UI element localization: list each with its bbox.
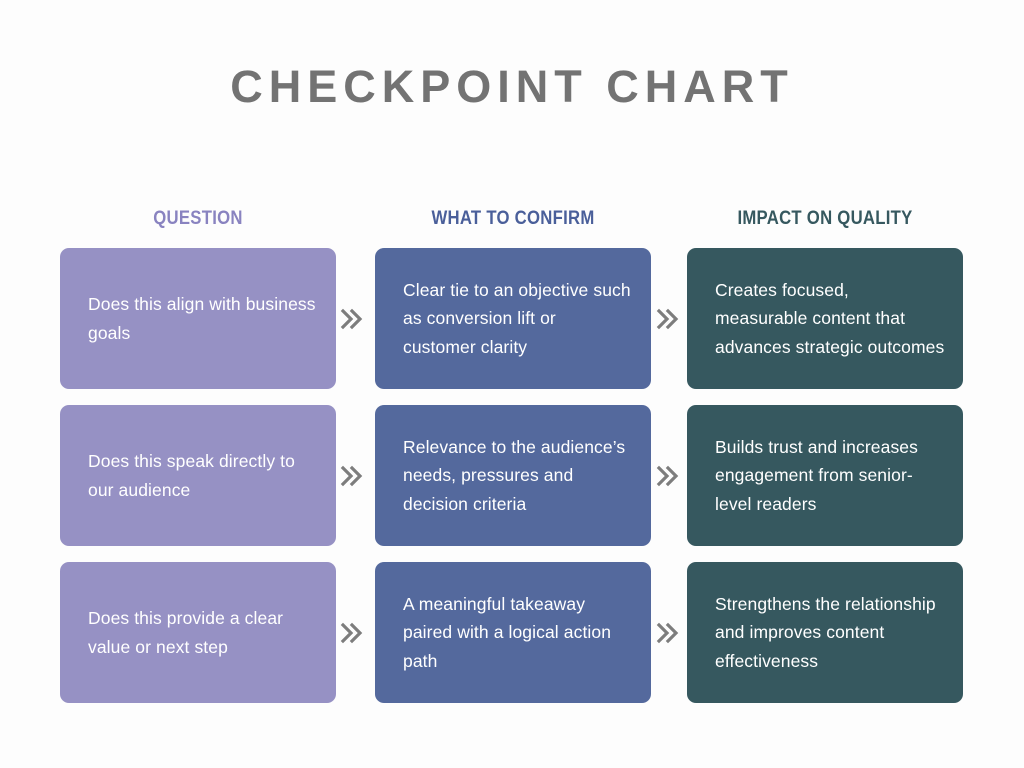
cell-text: Does this speak directly to our audience — [88, 451, 295, 500]
double-chevron-right-icon — [648, 562, 688, 703]
cell-question-3: Does this provide a clear value or next … — [60, 562, 336, 703]
double-chevron-right-icon — [332, 562, 372, 703]
cell-text: Does this align with business goals — [88, 294, 316, 343]
double-chevron-right-icon — [648, 405, 688, 546]
double-chevron-right-icon — [332, 248, 372, 389]
double-chevron-right-icon — [648, 248, 688, 389]
cell-text: Does this provide a clear value or next … — [88, 608, 284, 657]
cell-confirm-3: A meaningful takeaway paired with a logi… — [375, 562, 651, 703]
column-header-question: QUESTION — [153, 208, 243, 229]
page-title: CHECKPOINT CHART — [230, 61, 794, 112]
cell-text: A meaningful takeaway paired with a logi… — [403, 593, 612, 671]
table-row: Does this align with business goals Clea… — [0, 248, 1024, 389]
table-row: Does this speak directly to our audience… — [0, 405, 1024, 546]
cell-text: Builds trust and increases engagement fr… — [715, 436, 918, 514]
cell-question-2: Does this speak directly to our audience — [60, 405, 336, 546]
cell-text: Creates focused, measurable content that… — [715, 279, 945, 357]
checkpoint-grid: Does this align with business goals Clea… — [0, 248, 1024, 703]
cell-text: Strengthens the relationship and improve… — [715, 593, 936, 671]
table-row: Does this provide a clear value or next … — [0, 562, 1024, 703]
cell-impact-3: Strengthens the relationship and improve… — [687, 562, 963, 703]
cell-confirm-2: Relevance to the audience’s needs, press… — [375, 405, 651, 546]
cell-text: Relevance to the audience’s needs, press… — [403, 436, 626, 514]
cell-confirm-1: Clear tie to an objective such as conver… — [375, 248, 651, 389]
cell-impact-2: Builds trust and increases engagement fr… — [687, 405, 963, 546]
column-header-row: QUESTION WHAT TO CONFIRM IMPACT ON QUALI… — [0, 205, 1024, 233]
cell-question-1: Does this align with business goals — [60, 248, 336, 389]
column-header-impact-on-quality: IMPACT ON QUALITY — [737, 208, 913, 229]
cell-impact-1: Creates focused, measurable content that… — [687, 248, 963, 389]
column-header-what-to-confirm: WHAT TO CONFIRM — [431, 208, 595, 229]
double-chevron-right-icon — [332, 405, 372, 546]
cell-text: Clear tie to an objective such as conver… — [403, 279, 631, 357]
